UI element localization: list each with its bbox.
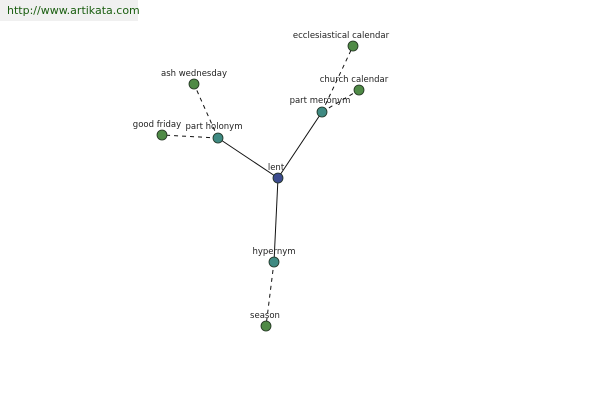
- node-lent[interactable]: lent: [268, 163, 285, 184]
- edge-part-meronym-to-church-calendar: [321, 89, 360, 113]
- node-dot-ash-wednesday[interactable]: [188, 78, 200, 90]
- node-label-hypernym[interactable]: hypernym: [252, 247, 295, 257]
- node-label-season[interactable]: season: [250, 311, 280, 321]
- edge-lent-to-part-meronym: [277, 111, 323, 179]
- edge-lent-to-part-holonym: [217, 137, 279, 179]
- edge-lent-to-hypernym: [273, 177, 279, 263]
- node-part-holonym[interactable]: part holonym: [186, 122, 243, 144]
- edges-layer: [161, 45, 360, 327]
- node-dot-part-meronym[interactable]: [316, 106, 328, 118]
- node-dot-hypernym[interactable]: [268, 256, 280, 268]
- node-ecclesiastical-calendar[interactable]: ecclesiastical calendar: [293, 31, 390, 52]
- node-label-church-calendar[interactable]: church calendar: [320, 75, 389, 85]
- node-church-calendar[interactable]: church calendar: [320, 75, 389, 96]
- node-label-lent[interactable]: lent: [268, 163, 285, 173]
- node-label-part-holonym[interactable]: part holonym: [186, 122, 243, 132]
- nodes-layer: lent part holonym part meronym hypernym ash …: [133, 31, 390, 332]
- node-label-ash-wednesday[interactable]: ash wednesday: [161, 69, 227, 79]
- node-dot-church-calendar[interactable]: [353, 84, 365, 96]
- node-dot-ecclesiastical-calendar[interactable]: [347, 40, 359, 52]
- source-url-banner[interactable]: http://www.artikata.com: [0, 0, 140, 21]
- node-dot-good-friday[interactable]: [156, 129, 168, 141]
- node-good-friday[interactable]: good friday: [133, 120, 181, 141]
- node-dot-lent[interactable]: [272, 172, 284, 184]
- node-label-good-friday[interactable]: good friday: [133, 120, 181, 130]
- node-part-meronym[interactable]: part meronym: [290, 96, 351, 118]
- node-dot-part-holonym[interactable]: [212, 132, 224, 144]
- edge-part-holonym-to-ash-wednesday: [193, 83, 219, 139]
- node-season[interactable]: season: [250, 311, 280, 332]
- node-dot-season[interactable]: [260, 320, 272, 332]
- edge-hypernym-to-season: [265, 261, 275, 327]
- node-label-part-meronym[interactable]: part meronym: [290, 96, 351, 106]
- edge-part-holonym-to-good-friday: [161, 134, 219, 139]
- node-hypernym[interactable]: hypernym: [252, 247, 296, 268]
- node-label-ecclesiastical-calendar[interactable]: ecclesiastical calendar: [293, 31, 390, 41]
- node-ash-wednesday[interactable]: ash wednesday: [161, 69, 227, 90]
